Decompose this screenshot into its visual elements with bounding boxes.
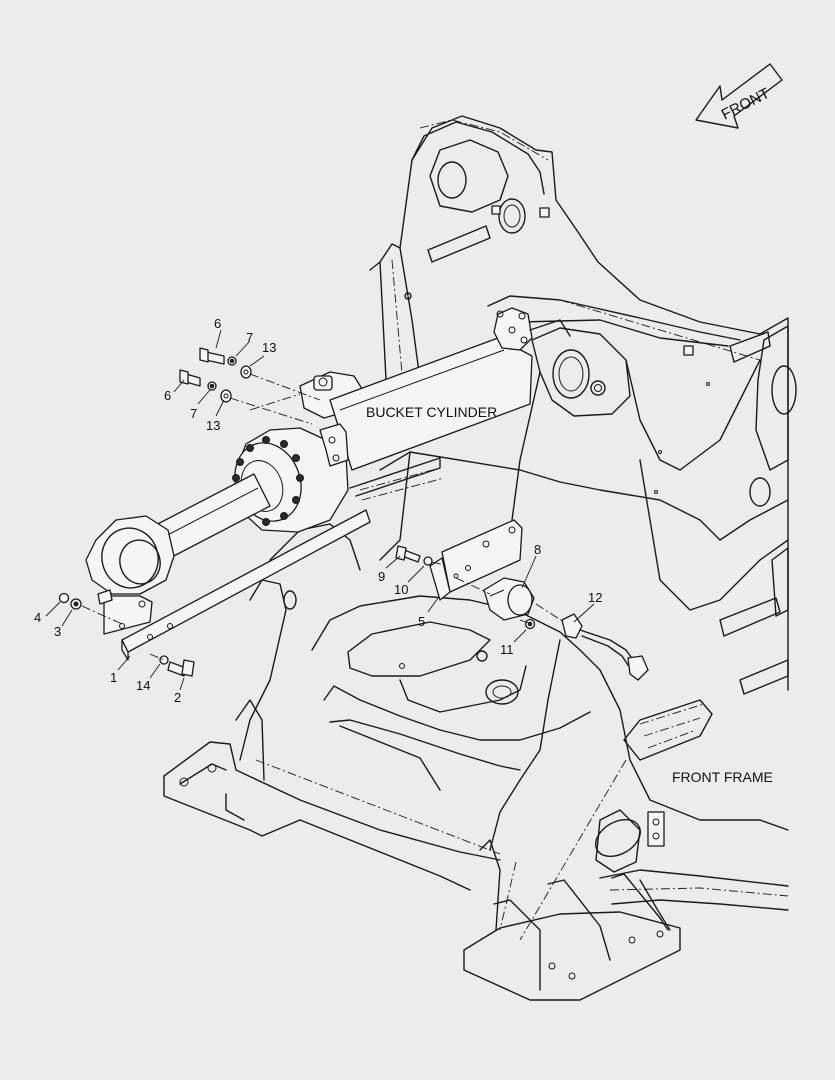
callout-11: 11 [500,642,514,657]
callout-14: 14 [136,678,150,693]
callout-12: 12 [588,590,602,605]
callout-1: 1 [110,670,117,685]
front-arrow-label: FRONT [719,85,773,124]
callout-8: 8 [534,542,541,557]
bucket-cylinder [85,307,571,635]
front-frame-label: FRONT FRAME [672,769,773,785]
callout-6-upper: 6 [214,316,221,331]
callout-4: 4 [34,610,41,625]
callout-7-lower: 7 [190,406,197,421]
part-12-harness [561,613,649,681]
callout-13-upper: 13 [262,340,276,355]
callout-2: 2 [174,690,181,705]
assembly-lines [81,373,565,661]
callout-3: 3 [54,624,61,639]
part-1-long-bracket [121,509,371,661]
front-direction-arrow: FRONT [695,63,783,129]
callout-9: 9 [378,569,385,584]
part-5-sensor-bracket [429,519,523,601]
bucket-cylinder-label: BUCKET CYLINDER [366,404,497,420]
part-8-proximity-sensor [483,577,535,621]
callout-6-lower: 6 [164,388,171,403]
fasteners [58,347,536,677]
callout-13-lower: 13 [206,418,220,433]
callout-numbers: 6 7 13 6 7 13 4 3 1 14 2 9 10 5 8 11 12 [34,316,602,705]
callout-5: 5 [418,614,425,629]
callout-10: 10 [394,582,408,597]
callout-leaders [45,329,595,691]
callout-7-upper: 7 [246,330,253,345]
